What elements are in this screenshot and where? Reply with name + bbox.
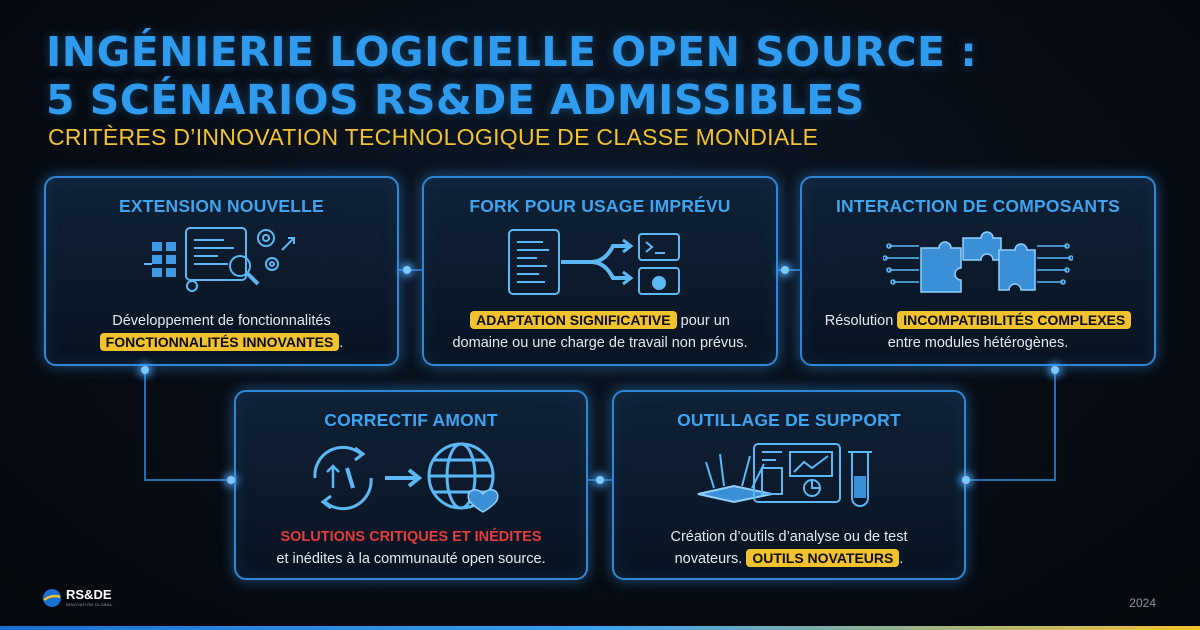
page-title: INGÉNIERIE LOGICIELLE OPEN SOURCE : 5 SC… [46, 28, 977, 124]
desc-line-2: domaine ou une charge de travail non pré… [452, 335, 748, 351]
junction-node [781, 266, 789, 274]
card-title: OUTILLAGE DE SUPPORT [677, 410, 901, 430]
logo-text: RS&DE [66, 587, 112, 602]
card-interaction-composants: INTERACTION DE COMPOSANTS Résolution INC… [800, 176, 1156, 366]
card-title: INTERACTION DE COMPOSANTS [835, 196, 1121, 216]
junction-node [1051, 366, 1059, 374]
card-extension-nouvelle: EXTENSION NOUVELLE Développement de fonc… [44, 176, 399, 366]
logo-tagline: INNOVATION GLOBAL [66, 602, 113, 607]
card-title: FORK POUR USAGE IMPRÉVU [469, 196, 731, 216]
fork-branch-icon [508, 229, 680, 295]
card-fork-usage-imprevu: FORK POUR USAGE IMPRÉVU ADAPTATION SIGNI… [422, 176, 778, 366]
card-description: ADAPTATION SIGNIFICATIVE pour un domaine… [434, 310, 766, 354]
card-correctif-amont: CORRECTIF AMONT SOLUTIONS CRITIQUES ET I… [234, 390, 588, 580]
alert-text: SOLUTIONS CRITIQUES ET INÉDITES [280, 529, 542, 545]
desc-after: . [339, 335, 344, 351]
upstream-globe-icon [313, 442, 499, 513]
card-description: Résolution INCOMPATIBILITÉS COMPLEXES en… [812, 310, 1144, 354]
junction-node [596, 476, 604, 484]
highlight-badge: OUTILS NOVATEURS [746, 549, 900, 567]
highlight-badge: FONCTIONNALITÉS INNOVANTES [99, 333, 340, 351]
desc-line-2: et inédites à la communauté open source. [276, 551, 546, 567]
desc-text: pour un [680, 313, 730, 329]
card-description: Développement de fonctionnalités FONCTIO… [56, 310, 387, 354]
year-label: 2024 [1129, 596, 1156, 610]
desc-after: . [899, 551, 904, 567]
toolkit-analytics-icon [697, 443, 872, 507]
junction-node [962, 476, 970, 484]
brand-logo: RS&DE INNOVATION GLOBAL [42, 587, 112, 613]
junction-node [227, 476, 235, 484]
card-title: EXTENSION NOUVELLE [119, 196, 324, 216]
page-subtitle: CRITÈRES D’INNOVATION TECHNOLOGIQUE DE C… [48, 124, 819, 150]
title-line-1: INGÉNIERIE LOGICIELLE OPEN SOURCE : [46, 28, 978, 76]
desc-line-2: novateurs. [674, 551, 743, 567]
bottom-accent-bar [0, 626, 1200, 630]
highlight-badge: INCOMPATIBILITÉS COMPLEXES [897, 311, 1132, 329]
junction-node [141, 366, 149, 374]
card-outillage-support: OUTILLAGE DE SUPPORT Création d’outils d… [612, 390, 966, 580]
desc-text: Résolution [824, 313, 894, 329]
desc-line-2: entre modules hétérogènes. [887, 335, 1069, 351]
card-description: Création d’outils d’analyse ou de test n… [624, 526, 954, 570]
desc-text: Création d’outils d’analyse ou de test [670, 529, 908, 545]
globe-logo-icon [43, 589, 61, 607]
junction-node [403, 266, 411, 274]
title-line-2: 5 SCÉNARIOS RS&DE ADMISSIBLES [46, 76, 865, 124]
highlight-badge: ADAPTATION SIGNIFICATIVE [470, 311, 677, 329]
puzzle-circuit-icon [883, 231, 1073, 293]
card-description: SOLUTIONS CRITIQUES ET INÉDITES et inédi… [246, 526, 576, 570]
desc-text: Développement de fonctionnalités [112, 313, 331, 329]
card-title: CORRECTIF AMONT [324, 410, 498, 430]
extension-dashboard-icon [143, 227, 295, 292]
